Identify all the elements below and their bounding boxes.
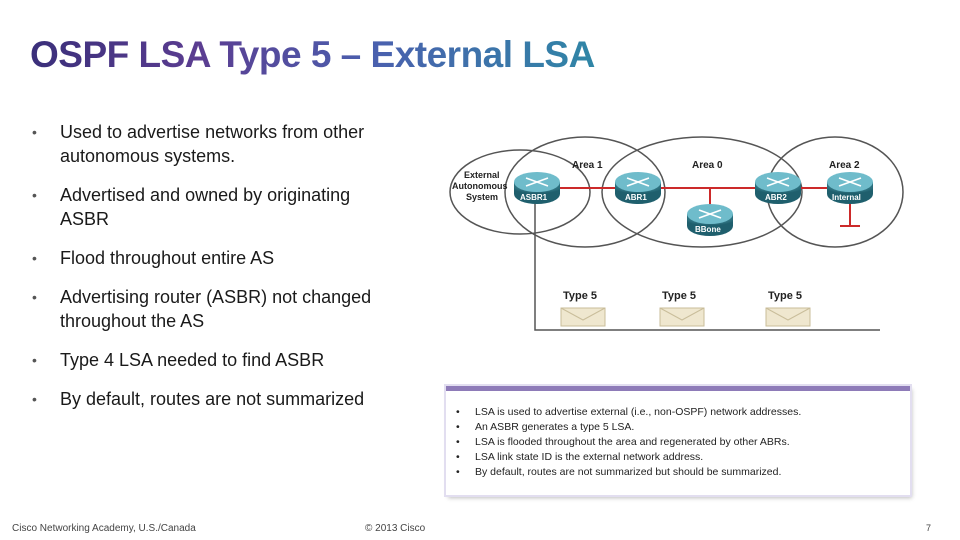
lsa-label: Type 5 — [662, 290, 696, 302]
lsa-flood-path — [534, 202, 880, 331]
info-item: LSA is used to advertise external (i.e.,… — [456, 405, 910, 420]
envelope-icon — [765, 307, 811, 327]
area-label-2: Area 2 — [829, 160, 860, 171]
bullet-item: By default, routes are not summarized — [30, 387, 390, 411]
footer-copyright: © 2013 Cisco — [365, 523, 426, 534]
bullet-item: Type 4 LSA needed to find ASBR — [30, 348, 390, 372]
info-item: LSA link state ID is the external networ… — [456, 450, 910, 465]
lsa-envelope-3: Type 5 — [765, 290, 811, 327]
external-as-ellipse — [449, 149, 591, 235]
router-bbone-icon: BBone — [687, 204, 733, 236]
lsa-envelope-2: Type 5 — [659, 290, 705, 327]
area-0-ellipse — [601, 136, 803, 248]
router-abr2-icon: ABR2 — [755, 172, 801, 204]
router-label-bbone: BBone — [695, 225, 721, 234]
router-label-internal: Internal — [832, 193, 861, 202]
bullet-list: Used to advertise networks from other au… — [30, 120, 390, 426]
bullet-item: Used to advertise networks from other au… — [30, 120, 390, 168]
slide-title: OSPF LSA Type 5 – External LSA — [30, 34, 595, 75]
info-list: LSA is used to advertise external (i.e.,… — [446, 391, 910, 480]
ospf-topology-diagram: External Autonomous System Area 1 Area 0… — [449, 136, 904, 331]
external-label-line-3: System — [466, 192, 498, 202]
bullet-item: Advertised and owned by originating ASBR — [30, 183, 390, 231]
envelope-icon — [659, 307, 705, 327]
router-internal-icon: Internal — [827, 172, 873, 204]
router-label-abr1: ABR1 — [625, 193, 647, 202]
lsa-label: Type 5 — [563, 290, 597, 302]
router-asbr1-icon: ASBR1 — [514, 172, 560, 204]
page-number: 7 — [926, 523, 932, 533]
bullet-item: Flood throughout entire AS — [30, 246, 390, 270]
area-label-1: Area 1 — [572, 160, 603, 171]
area-label-0: Area 0 — [692, 160, 723, 171]
router-label-abr2: ABR2 — [765, 193, 787, 202]
info-item: An ASBR generates a type 5 LSA. — [456, 420, 910, 435]
router-label-asbr1: ASBR1 — [520, 193, 548, 202]
external-label-line-1: External — [464, 170, 500, 180]
lsa-envelope-1: Type 5 — [560, 290, 606, 327]
info-item: LSA is flooded throughout the area and r… — [456, 435, 910, 450]
area-1-ellipse — [504, 136, 666, 248]
router-abr1-icon: ABR1 — [615, 172, 661, 204]
bullet-item: Advertising router (ASBR) not changed th… — [30, 285, 390, 333]
envelope-icon — [560, 307, 606, 327]
lsa-info-box: LSA is used to advertise external (i.e.,… — [446, 386, 910, 495]
external-label-line-2: Autonomous — [452, 181, 508, 191]
info-item: By default, routes are not summarized bu… — [456, 465, 910, 480]
lsa-label: Type 5 — [768, 290, 802, 302]
footer-academy: Cisco Networking Academy, U.S./Canada — [12, 523, 196, 534]
